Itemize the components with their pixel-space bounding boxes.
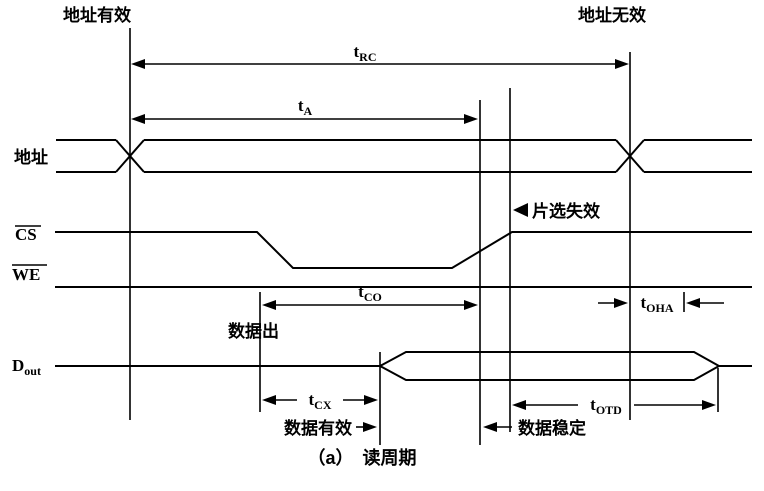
arrowhead-left (512, 400, 526, 410)
tcx-span-arrow (262, 395, 378, 405)
we-signal-label: WE (12, 265, 40, 284)
arrowhead-right (614, 298, 628, 308)
arrowhead-left (131, 59, 145, 69)
address-signal-label: 地址 (14, 147, 48, 167)
cs-signal (55, 231, 752, 269)
chip-deselect-label: 片选失效 (532, 201, 600, 221)
data-stable-label: 数据稳定 (518, 418, 586, 438)
ta-span-arrow (131, 114, 478, 124)
arrowhead-right (363, 422, 377, 432)
toha-label: tOHA (640, 293, 673, 315)
we-signal-label-group: WE (12, 264, 47, 284)
arrowhead-right (364, 395, 378, 405)
arrowhead-left (131, 114, 145, 124)
arrowhead-right (615, 59, 629, 69)
arrowhead-left (483, 422, 497, 432)
totd-span-arrow (512, 400, 716, 410)
arrowhead-left (262, 395, 276, 405)
data-valid-callout: 数据有效 (284, 418, 377, 438)
trc-label: tRC (353, 42, 376, 64)
arrowhead-left (686, 298, 700, 308)
cs-signal-label-group: CS (15, 225, 41, 244)
chip-deselect-callout: 片选失效 (513, 201, 600, 221)
data-out-label: 数据出 (228, 321, 279, 341)
data-valid-label: 数据有效 (284, 418, 352, 438)
arrowhead-left (262, 300, 276, 310)
caption: （a） 读周期 (307, 447, 416, 468)
totd-label: tOTD (590, 395, 622, 417)
address-signal (56, 139, 752, 173)
ta-label: tA (298, 96, 313, 118)
arrowhead-right (702, 400, 716, 410)
dout-signal-label: Dout (12, 356, 41, 378)
tcx-label: tCX (308, 390, 331, 412)
arrowhead-right (464, 114, 478, 124)
data-stable-callout: 数据稳定 (483, 418, 586, 438)
tco-span-arrow (262, 300, 478, 310)
arrowhead-right (464, 300, 478, 310)
toha-span-arrow (598, 298, 724, 308)
dout-signal (55, 351, 752, 381)
tco-label: tCO (358, 282, 382, 304)
trc-span-arrow (131, 59, 629, 69)
address-invalid-label: 地址无效 (578, 5, 646, 25)
cs-signal-label: CS (15, 225, 37, 244)
address-valid-label: 地址有效 (63, 5, 131, 25)
arrowhead-left (513, 203, 528, 217)
vertical-guides (129, 28, 719, 445)
